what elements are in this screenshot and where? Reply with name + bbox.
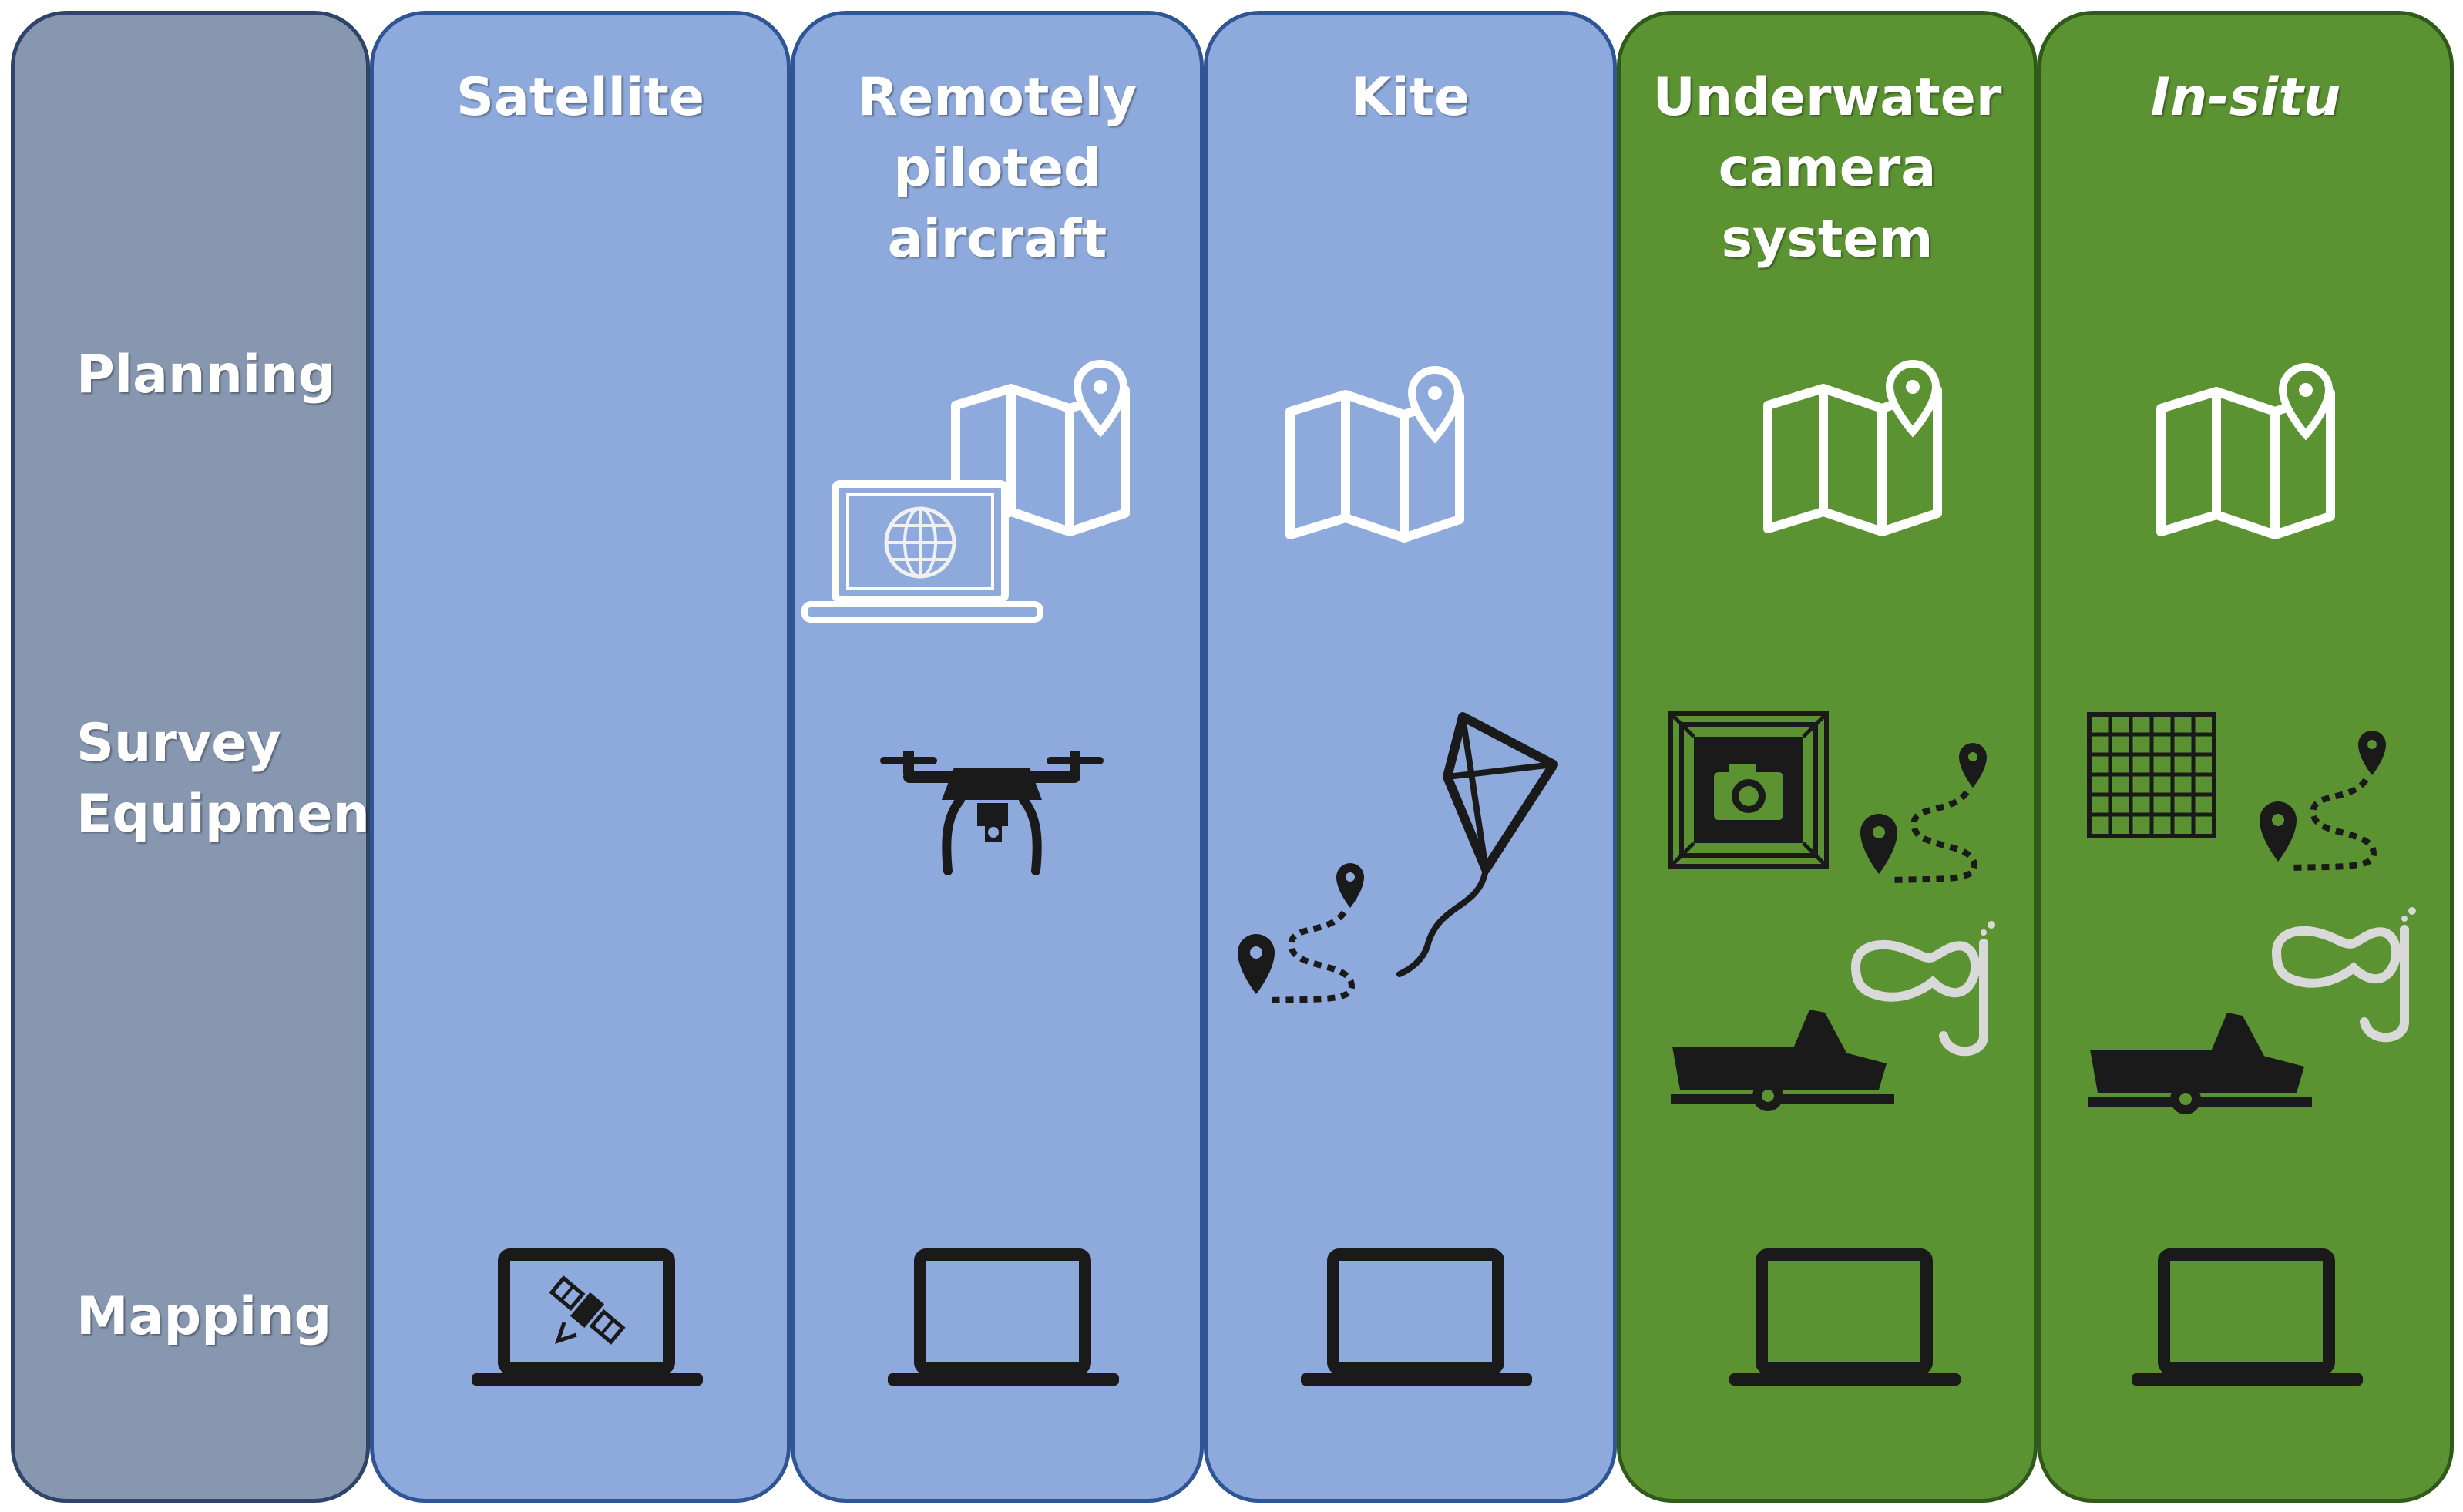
laptop-icon [1729,1248,1961,1386]
laptop-icon [888,1248,1119,1386]
drone-icon [880,751,1104,875]
quadrat-grid-icon [2087,712,2216,838]
route-pins-icon [1860,743,1987,883]
snorkel-mask-icon [2271,907,2416,1043]
laptop-icon [1301,1248,1532,1386]
snorkel-mask-icon [1850,921,1995,1057]
row-label-mapping: Mapping [76,1286,332,1347]
column-title-in-situ: In-situ [2150,67,2341,128]
boat-trailer-icon [1671,1010,1894,1111]
laptop-satellite-icon [472,1248,703,1386]
row-label-column: Planning Survey Equipment Mapping [11,11,395,1503]
column-title-remotely-piloted-aircraft: Remotely piloted aircraft [857,67,1137,270]
map-pin-icon [2156,362,2335,539]
column-title-kite: Kite [1350,67,1470,128]
column-title-underwater-camera-system: Underwater camera system [1652,67,2002,270]
map-pin-icon [1285,365,1464,543]
kite-icon [1396,712,1558,977]
map-pin-icon [1763,359,1942,536]
route-pins-icon [2260,731,2386,871]
laptop-icon [2132,1248,2363,1386]
laptop-globe-icon [801,480,1043,623]
route-pins-icon [1238,863,1364,1003]
row-label-planning: Planning [76,344,336,405]
camera-frame-icon [1668,711,1829,869]
boat-trailer-icon [2088,1013,2312,1114]
row-label-survey-equipment: Survey Equipment [76,713,395,845]
column-title-satellite: Satellite [455,67,705,128]
